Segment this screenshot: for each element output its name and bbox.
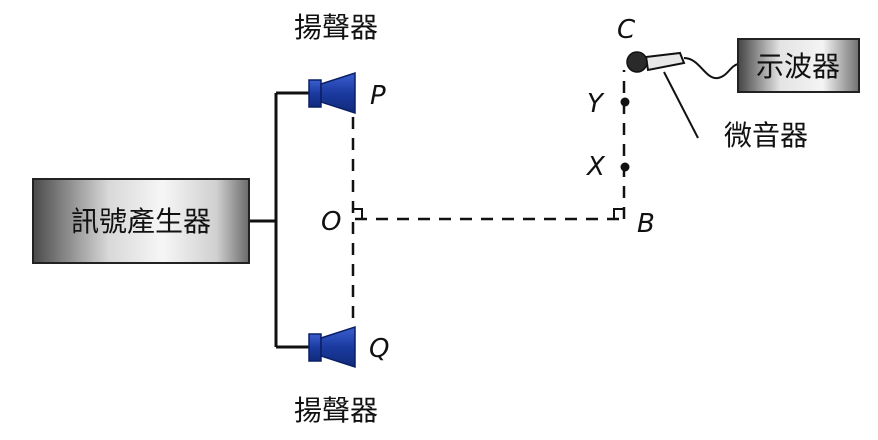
speaker-top-icon bbox=[308, 71, 356, 115]
point-x-dot bbox=[620, 162, 630, 172]
point-x-label: X bbox=[585, 152, 606, 182]
wiring bbox=[250, 91, 310, 349]
speaker-bottom-label: 揚聲器 bbox=[294, 394, 378, 427]
microphone-icon bbox=[626, 51, 739, 80]
signal-generator-label: 訊號產生器 bbox=[71, 205, 211, 238]
oscilloscope-label: 示波器 bbox=[756, 50, 840, 83]
microphone-pointer-line bbox=[663, 71, 699, 139]
point-y-dot bbox=[620, 97, 630, 107]
point-p-label: P bbox=[370, 81, 386, 111]
point-q-label: Q bbox=[369, 334, 389, 364]
right-angle-marker-B bbox=[613, 208, 624, 219]
point-c-label: C bbox=[617, 15, 636, 45]
speaker-bottom-icon bbox=[308, 325, 356, 369]
oscilloscope-box bbox=[737, 38, 860, 93]
point-o-label: O bbox=[321, 207, 341, 237]
right-angle-marker-O bbox=[353, 208, 363, 219]
signal-generator-box bbox=[32, 178, 250, 264]
microphone-label: 微音器 bbox=[724, 119, 808, 152]
speaker-top-label: 揚聲器 bbox=[294, 11, 378, 44]
point-b-label: B bbox=[637, 209, 655, 239]
point-y-label: Y bbox=[587, 89, 605, 119]
